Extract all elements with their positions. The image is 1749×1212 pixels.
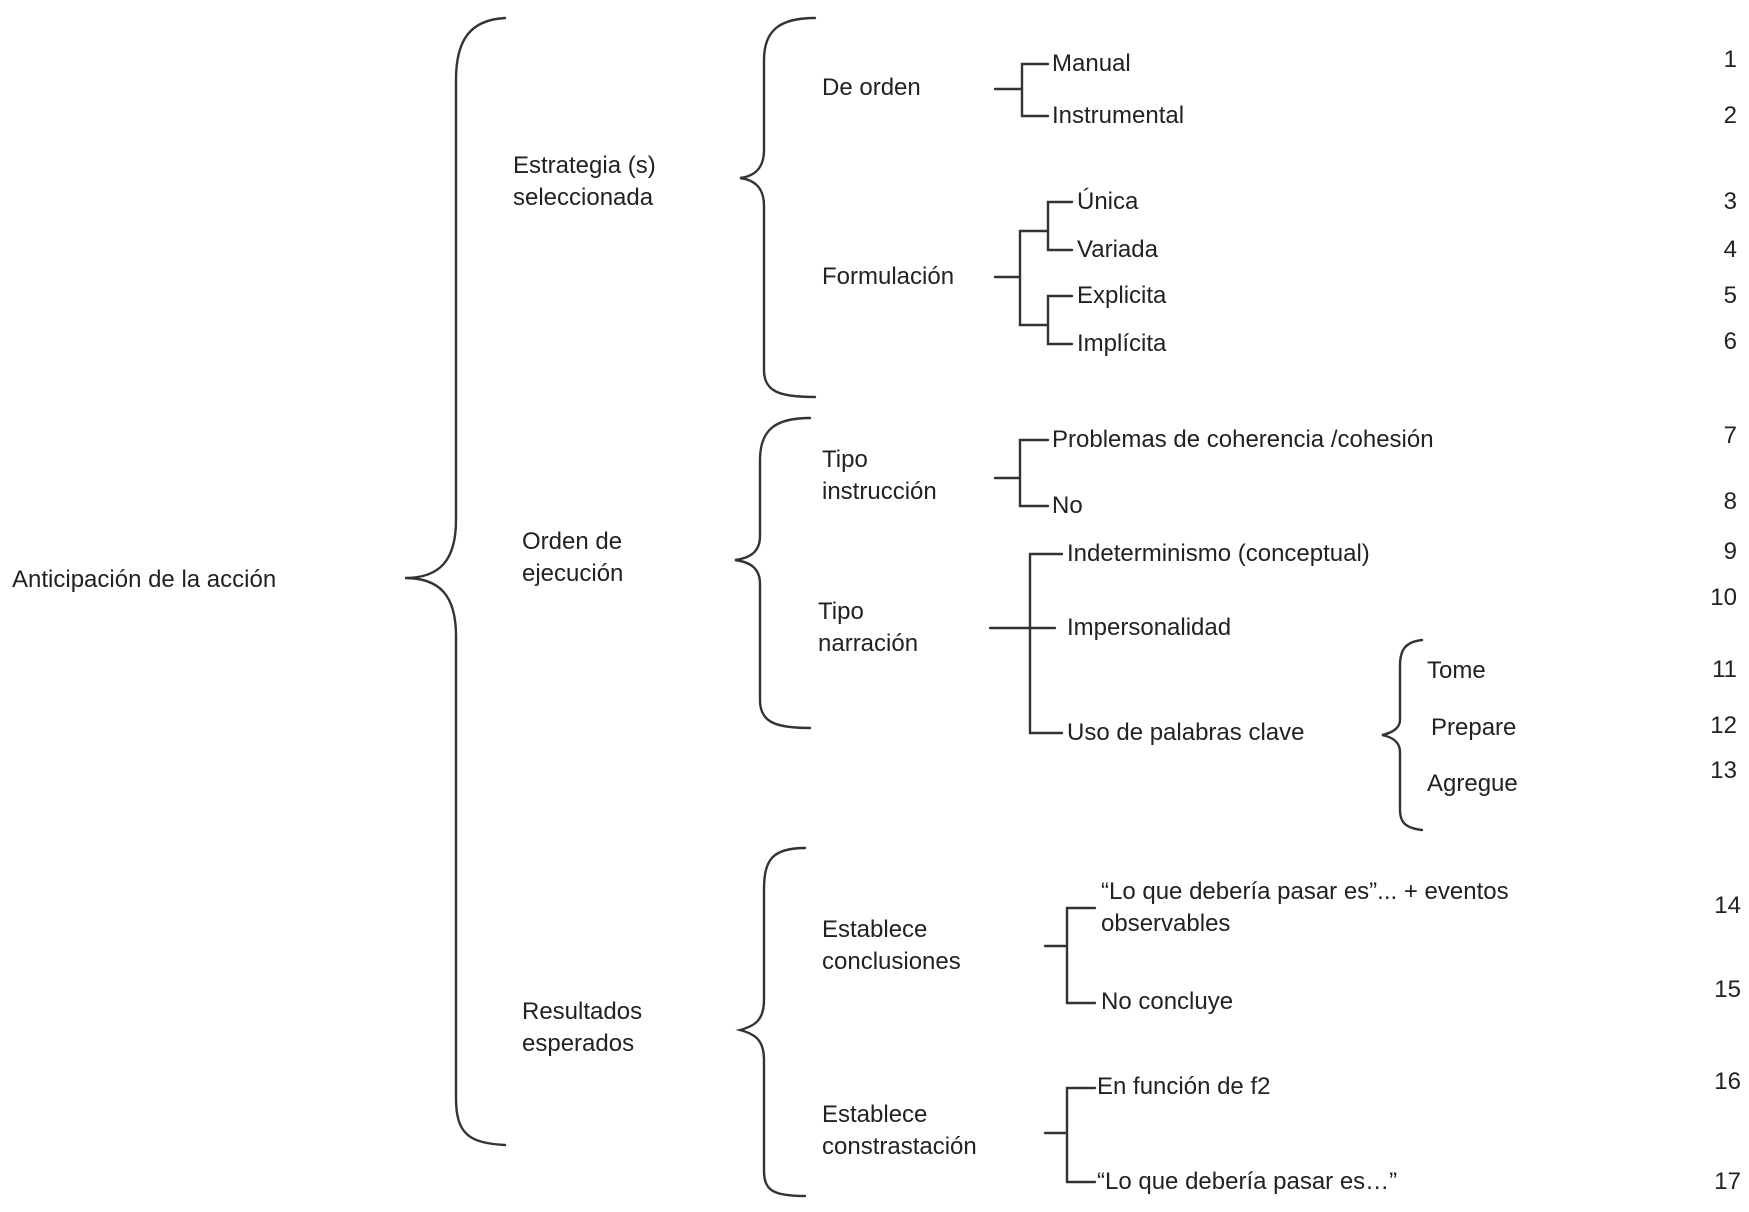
code-4: 4 [1723, 236, 1737, 263]
group-constrastacion-line1: Establece [822, 1101, 928, 1128]
code-1: 1 [1723, 46, 1737, 73]
code-15: 15 [1714, 976, 1741, 1003]
leaf-lo-que-deberia: “Lo que debería pasar es…” [1097, 1168, 1398, 1195]
code-12: 12 [1710, 712, 1737, 739]
code-5: 5 [1723, 282, 1737, 309]
code-9: 9 [1723, 538, 1737, 565]
execution-order-brace [734, 416, 812, 730]
group-conclusiones-line1: Establece [822, 916, 928, 943]
leaf-en-funcion-f2: En función de f2 [1097, 1073, 1271, 1100]
code-11: 11 [1712, 656, 1737, 683]
group-tipo-instruccion-line1: Tipo [822, 446, 868, 473]
leaf-lo-que-deberia-eventos-line1: “Lo que debería pasar es”... + eventos [1101, 878, 1509, 905]
code-2: 2 [1723, 102, 1737, 129]
strategy-brace [739, 16, 817, 399]
category-results-line1: Resultados [522, 998, 643, 1025]
leaf-implicita: Implícita [1077, 330, 1167, 357]
leaf-variada: Variada [1077, 236, 1158, 263]
code-6: 6 [1723, 328, 1737, 355]
leaf-explicita: Explicita [1077, 282, 1167, 309]
leaf-unica: Única [1077, 188, 1139, 215]
root-label: Anticipación de la acción [12, 566, 277, 593]
code-14: 14 [1714, 892, 1741, 919]
group-tipo-instruccion-line2: instrucción [822, 478, 937, 505]
leaf-no-concluye: No concluye [1101, 988, 1234, 1015]
code-13: 13 [1710, 757, 1737, 784]
group-de-orden: De orden [822, 74, 921, 101]
leaf-impersonalidad: Impersonalidad [1067, 614, 1232, 641]
keyword-agregue: Agregue [1427, 770, 1518, 797]
code-7: 7 [1723, 422, 1737, 449]
category-strategy-line1: Estrategia (s) [513, 152, 656, 179]
code-10: 10 [1710, 584, 1737, 611]
leaf-manual: Manual [1052, 50, 1131, 77]
keyword-tome: Tome [1427, 657, 1486, 684]
code-3: 3 [1723, 188, 1737, 215]
leaf-palabras-clave: Uso de palabras clave [1067, 719, 1305, 746]
code-16: 16 [1714, 1068, 1741, 1095]
leaf-problemas: Problemas de coherencia /cohesión [1052, 426, 1434, 453]
category-execution-line1: Orden de [522, 528, 623, 555]
category-strategy-line2: seleccionada [513, 184, 654, 211]
group-tipo-narracion-line2: narración [818, 630, 919, 657]
code-8: 8 [1723, 488, 1737, 515]
root-brace [404, 16, 507, 1147]
leaf-indeterminismo: Indeterminismo (conceptual) [1067, 540, 1370, 567]
expected-results-brace [735, 846, 807, 1198]
leaf-no: No [1052, 492, 1083, 519]
group-constrastacion-line2: constrastación [822, 1133, 977, 1160]
group-tipo-narracion-line1: Tipo [818, 598, 864, 625]
code-17: 17 [1714, 1168, 1741, 1195]
leaf-lo-que-deberia-eventos-line2: observables [1101, 910, 1231, 937]
group-formulacion: Formulación [822, 263, 955, 290]
keywords-brace [1381, 638, 1424, 832]
category-results-line2: esperados [522, 1030, 635, 1057]
leaf-instrumental: Instrumental [1052, 102, 1185, 129]
category-execution-line2: ejecución [522, 560, 624, 587]
keyword-prepare: Prepare [1431, 714, 1517, 741]
group-conclusiones-line2: conclusiones [822, 948, 961, 975]
